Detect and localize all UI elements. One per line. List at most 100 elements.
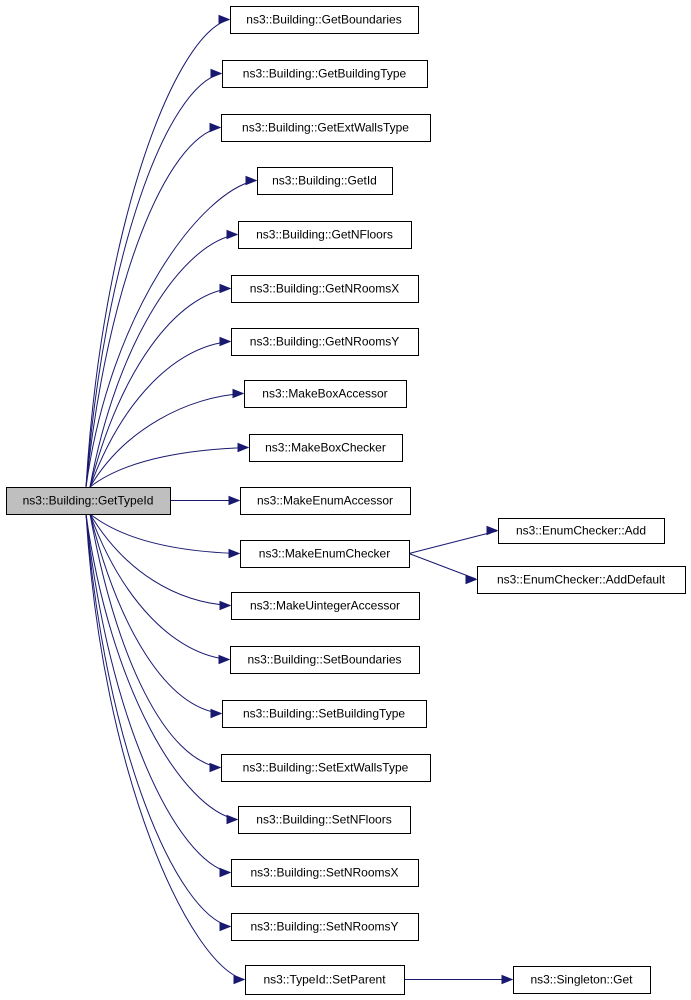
nodes-layer: ns3::Building::GetTypeId ns3::Building::G… [6,6,686,995]
edge-line [408,553,477,580]
node-label: ns3::Building::SetBuildingType [243,707,405,721]
edge-arrowhead [245,175,258,186]
edge-line [85,19,230,488]
node-get-nrooms-y[interactable]: ns3::Building::GetNRoomsY [231,328,419,356]
edge-arrowhead [226,229,239,240]
node-set-nfloors[interactable]: ns3::Building::SetNFloors [238,806,411,834]
node-box [257,167,393,195]
edge-root-to-make_enum_checker [89,513,241,559]
edge-root-to-typeid_set_parent [85,513,246,985]
node-set-building-type[interactable]: ns3::Building::SetBuildingType [222,700,427,728]
node-make-box-accessor[interactable]: ns3::MakeBoxAccessor [244,380,407,408]
node-typeid-set-parent[interactable]: ns3::TypeId::SetParent [245,965,405,995]
edge-arrowhead [210,708,223,719]
edge-line [89,447,249,488]
node-box [513,966,651,994]
node-root[interactable]: ns3::Building::GetTypeId [6,487,171,515]
edge-line [89,393,244,488]
node-get-id[interactable]: ns3::Building::GetId [257,167,393,195]
node-set-boundaries[interactable]: ns3::Building::SetBoundaries [230,646,420,674]
node-enum-checker-add[interactable]: ns3::EnumChecker::Add [498,518,665,544]
edge-arrowhead [237,442,250,453]
edge-root-to-make_box_checker [89,442,250,488]
node-box [240,540,410,568]
edge-line [85,513,245,980]
node-box [231,592,420,620]
node-box [221,754,431,782]
node-set-nrooms-x[interactable]: ns3::Building::SetNRoomsX [231,859,419,887]
edge-root-to-get_nrooms_y [89,336,232,488]
node-box [6,487,171,515]
node-label: ns3::Building::SetExtWallsType [243,761,409,775]
edge-arrowhead [219,600,232,611]
node-box [238,221,412,249]
edge-arrowhead [486,525,499,536]
node-box [231,859,419,887]
node-label: ns3::Building::GetId [272,174,377,188]
node-label: ns3::Building::GetBuildingType [243,67,407,81]
edge-root-to-set_nrooms_x [85,513,232,878]
edge-line [89,341,231,488]
edge-root-to-get_id [85,175,258,488]
node-label: ns3::Building::GetExtWallsType [242,121,409,135]
node-set-nrooms-y[interactable]: ns3::Building::SetNRoomsY [231,913,419,941]
edge-arrowhead [218,654,231,665]
edge-line [85,513,238,820]
edge-arrowhead [233,974,246,985]
edge-arrowhead [219,283,232,294]
node-enum-checker-add-default[interactable]: ns3::EnumChecker::AddDefault [477,566,686,594]
node-get-building-type[interactable]: ns3::Building::GetBuildingType [222,60,428,88]
node-get-boundaries[interactable]: ns3::Building::GetBoundaries [230,6,419,34]
node-label: ns3::Building::GetBoundaries [246,13,401,27]
node-get-nfloors[interactable]: ns3::Building::GetNFloors [238,221,412,249]
node-label: ns3::Building::GetNRoomsY [250,335,399,349]
edge-make_enum_checker-to-enum_checker_add [408,525,499,554]
node-label: ns3::Building::GetNFloors [256,228,393,242]
edge-line [89,513,221,768]
edge-root-to-set_boundaries [89,513,231,665]
node-label: ns3::MakeEnumAccessor [257,494,393,508]
node-label: ns3::Building::GetNRoomsX [250,282,399,296]
edge-line [89,234,238,488]
edge-root-to-set_ext_walls_type [89,513,222,773]
edge-arrowhead [228,548,241,559]
node-get-nrooms-x[interactable]: ns3::Building::GetNRoomsX [231,275,419,303]
node-box [231,275,419,303]
node-box [477,566,686,594]
edge-root-to-get_nrooms_x [89,283,232,488]
node-singleton-get[interactable]: ns3::Singleton::Get [513,966,651,994]
node-box [231,328,419,356]
node-box [240,487,411,515]
node-set-ext-walls-type[interactable]: ns3::Building::SetExtWallsType [221,754,431,782]
edge-arrowhead [218,14,231,25]
node-get-ext-walls-type[interactable]: ns3::Building::GetExtWallsType [221,114,431,142]
node-make-uinteger-accessor[interactable]: ns3::MakeUintegerAccessor [231,592,420,620]
edge-typeid_set_parent-to-singleton_get [404,974,514,985]
node-make-box-checker[interactable]: ns3::MakeBoxChecker [249,434,403,462]
edge-arrowhead [465,574,478,585]
node-box [249,434,403,462]
node-box [221,114,431,142]
node-label: ns3::MakeEnumChecker [259,547,390,561]
edge-root-to-get_building_type [85,68,223,488]
node-label: ns3::MakeBoxChecker [265,441,386,455]
node-make-enum-checker[interactable]: ns3::MakeEnumChecker [240,540,410,568]
node-make-enum-accessor[interactable]: ns3::MakeEnumAccessor [240,487,411,515]
node-box [245,965,405,995]
node-label: ns3::EnumChecker::Add [516,524,646,538]
edge-root-to-make_box_accessor [89,388,245,488]
edge-arrowhead [219,867,232,878]
edge-root-to-set_nfloors [85,513,239,825]
edge-root-to-get_boundaries [85,14,231,488]
edge-root-to-make_enum_accessor [170,495,241,506]
edge-arrowhead [232,388,245,399]
edge-arrowhead [228,495,241,506]
node-box [230,646,420,674]
node-box [498,518,665,544]
node-label: ns3::Building::SetNRoomsY [250,920,398,934]
node-label: ns3::Building::SetNFloors [256,813,391,827]
node-box [238,806,411,834]
edge-line [85,513,231,873]
edge-line [89,513,231,606]
